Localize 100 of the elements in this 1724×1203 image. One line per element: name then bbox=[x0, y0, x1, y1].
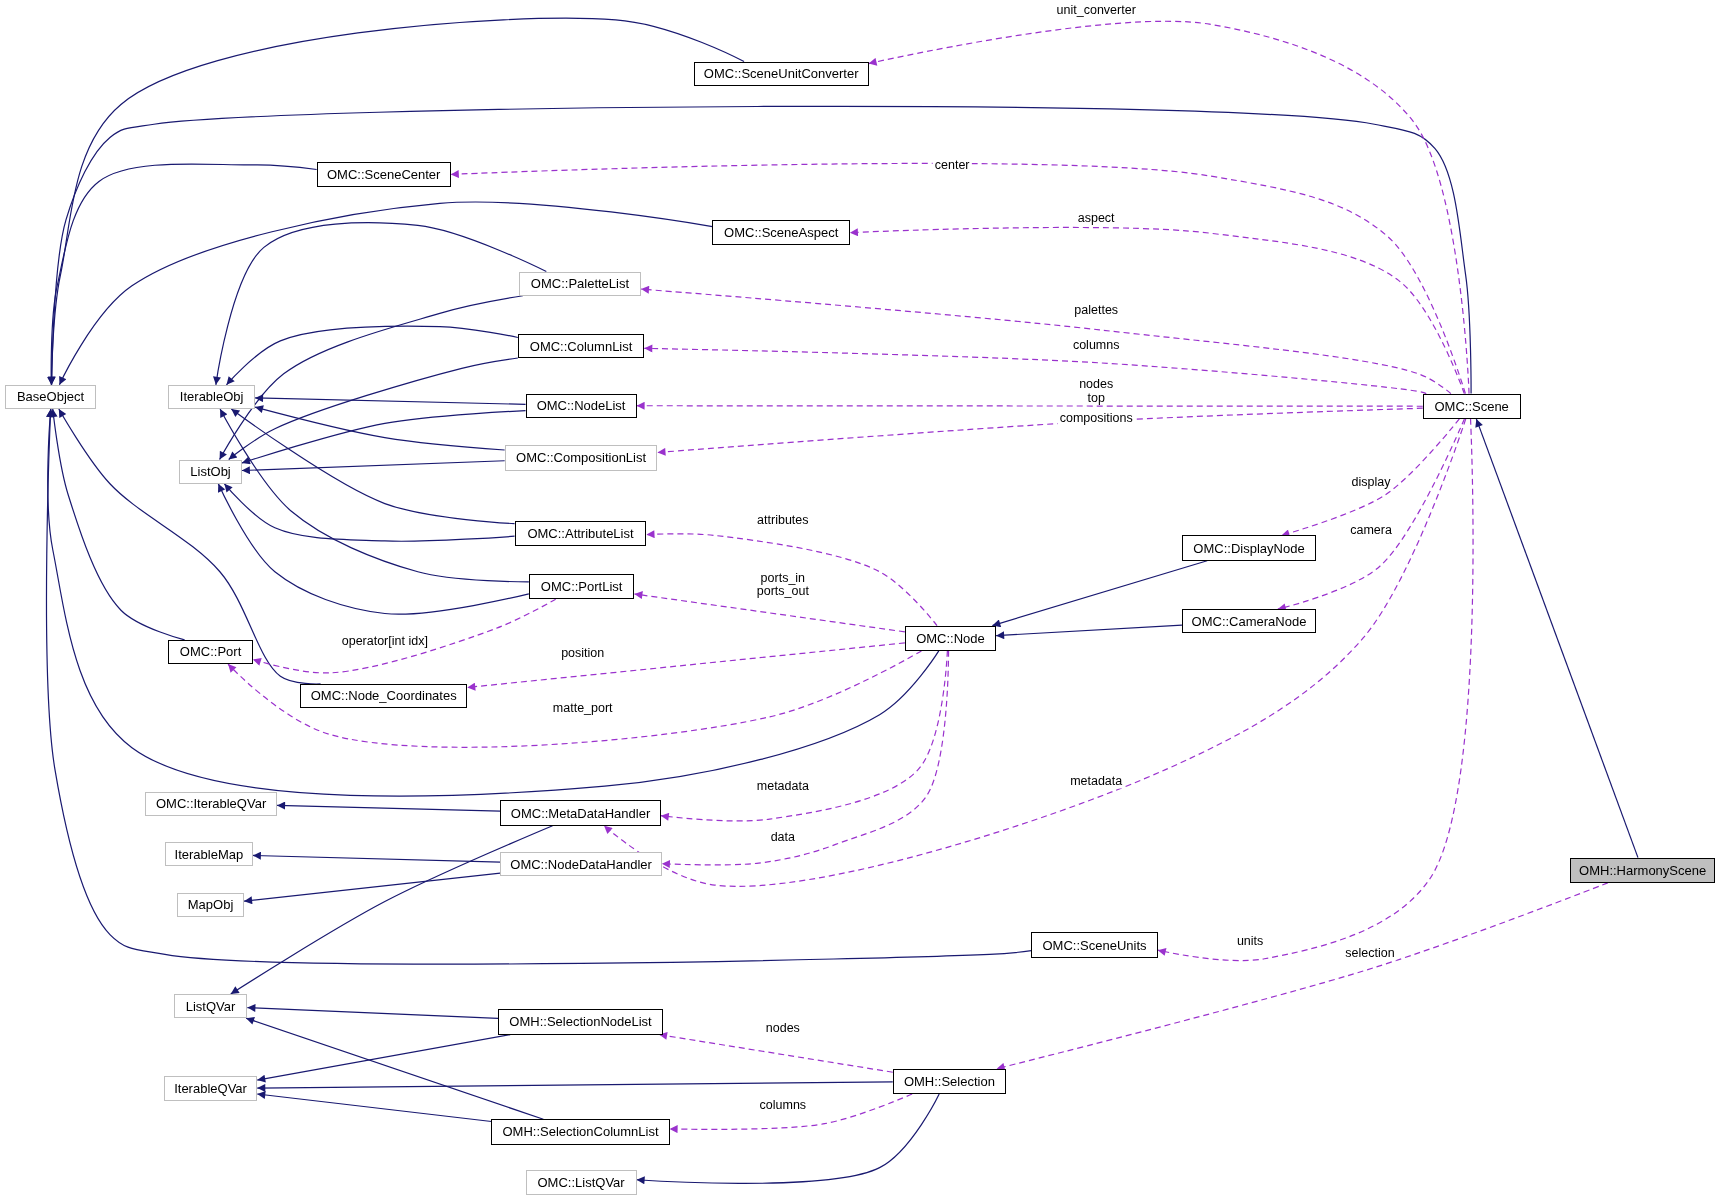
dashed-arrow bbox=[669, 1093, 913, 1134]
edge-label: matte_port bbox=[550, 702, 615, 716]
arrow bbox=[991, 560, 1208, 628]
edge-label: ports_in ports_out bbox=[754, 571, 811, 599]
arrow bbox=[219, 408, 530, 583]
class-box bbox=[179, 459, 242, 484]
class-name: OMC::CompositionList bbox=[516, 450, 647, 466]
arrow bbox=[254, 405, 506, 451]
arrow bbox=[241, 410, 527, 465]
arrow bbox=[225, 325, 519, 386]
class-name: OMC::Node_Coordinates bbox=[310, 688, 457, 704]
arrow bbox=[995, 624, 1183, 640]
class-box bbox=[525, 393, 637, 418]
dashed-arrow bbox=[643, 344, 1427, 395]
class-name: OMH::HarmonyScene bbox=[1579, 862, 1707, 878]
arrow bbox=[213, 222, 547, 386]
class-box bbox=[168, 639, 253, 665]
class-box bbox=[500, 800, 661, 826]
class-name: OMC::SceneCenter bbox=[327, 166, 441, 182]
class-box bbox=[164, 842, 253, 867]
arrow bbox=[256, 1081, 894, 1092]
class-name: OMC::Node bbox=[916, 630, 985, 646]
arrow bbox=[252, 851, 501, 863]
arrow bbox=[256, 1090, 493, 1123]
arrow bbox=[217, 483, 530, 615]
class-box bbox=[300, 683, 468, 709]
arrow bbox=[246, 1003, 499, 1019]
edge-label: unit_converter bbox=[1054, 4, 1138, 18]
class-name: BaseObject bbox=[16, 389, 85, 405]
edge-label: display bbox=[1349, 476, 1393, 490]
dashed-arrow bbox=[252, 598, 557, 674]
class-box bbox=[892, 1068, 1006, 1094]
dashed-arrow bbox=[996, 882, 1609, 1071]
arrow bbox=[228, 357, 519, 461]
arrow bbox=[241, 460, 506, 475]
arrow bbox=[1475, 418, 1639, 859]
class-name: OMH::Selection bbox=[903, 1073, 995, 1089]
class-box bbox=[316, 161, 451, 187]
class-box bbox=[1181, 609, 1317, 634]
class-box bbox=[514, 521, 647, 547]
class-name: OMC::Port bbox=[179, 644, 242, 660]
class-box bbox=[1570, 857, 1716, 883]
class-name: OMC::ColumnList bbox=[529, 338, 633, 354]
class-name: IterableQVar bbox=[174, 1081, 247, 1096]
class-name: OMC::NodeList bbox=[536, 398, 626, 414]
arrow bbox=[230, 825, 554, 995]
class-box bbox=[518, 271, 641, 296]
arrow bbox=[254, 394, 527, 405]
dashed-arrow bbox=[640, 285, 1452, 395]
class-name: OMC::PaletteList bbox=[530, 276, 630, 292]
dashed-arrow bbox=[1157, 418, 1474, 962]
class-box bbox=[693, 61, 869, 86]
class-name: OMC::SceneAspect bbox=[724, 225, 839, 241]
class-name: OMC::AttributeList bbox=[527, 526, 634, 542]
dashed-arrow bbox=[450, 162, 1466, 395]
class-box bbox=[491, 1119, 670, 1145]
edge-label: nodes top bbox=[1077, 378, 1116, 405]
class-box bbox=[1422, 393, 1521, 419]
class-name: OMC::PortList bbox=[540, 579, 623, 595]
class-box bbox=[500, 852, 662, 877]
class-box bbox=[498, 1009, 663, 1035]
edge-label: position bbox=[559, 647, 607, 661]
dashed-arrow bbox=[466, 642, 906, 691]
dashed-arrow bbox=[660, 650, 948, 822]
class-name: ListObj bbox=[190, 464, 231, 480]
class-name: OMC::Scene bbox=[1434, 398, 1509, 414]
arrow bbox=[276, 801, 501, 812]
class-box bbox=[525, 1169, 637, 1196]
arrow bbox=[49, 408, 186, 641]
arrow bbox=[230, 408, 516, 525]
class-box bbox=[145, 791, 278, 816]
arrow bbox=[243, 872, 501, 905]
dashed-arrow bbox=[227, 650, 922, 748]
class-box bbox=[528, 573, 635, 600]
class-box bbox=[1031, 932, 1158, 958]
class-name: IterableObj bbox=[179, 389, 244, 405]
arrow bbox=[45, 408, 1032, 965]
dashed-arrow bbox=[656, 407, 1424, 456]
arrow bbox=[58, 201, 714, 386]
edge-label: operator[int idx] bbox=[339, 635, 430, 649]
dashed-arrow bbox=[645, 530, 938, 627]
edge-label: compositions bbox=[1057, 412, 1135, 426]
class-box bbox=[177, 892, 245, 917]
class-name: OMC::MetaDataHandler bbox=[510, 805, 651, 821]
class-name: OMC::ListQVar bbox=[537, 1175, 625, 1190]
arrow bbox=[47, 163, 318, 386]
dashed-arrow bbox=[658, 1031, 894, 1073]
edge-label: metadata bbox=[1068, 775, 1125, 789]
class-box bbox=[712, 219, 850, 246]
edge-label: selection bbox=[1343, 947, 1397, 961]
arrow bbox=[245, 1016, 544, 1120]
class-box bbox=[168, 384, 256, 409]
class-name: ListQVar bbox=[185, 998, 236, 1014]
class-box bbox=[1181, 535, 1317, 561]
dashed-arrow bbox=[603, 418, 1467, 887]
edge-label: aspect bbox=[1075, 212, 1117, 226]
class-box bbox=[5, 384, 96, 409]
class-box bbox=[163, 1076, 258, 1101]
class-name: OMC::CameraNode bbox=[1191, 613, 1307, 629]
class-name: OMC::NodeDataHandler bbox=[510, 856, 652, 872]
